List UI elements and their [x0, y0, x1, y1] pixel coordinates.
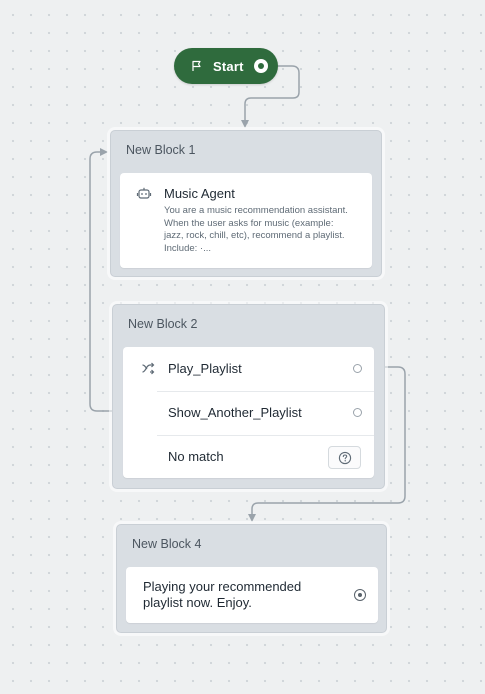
- message-output-port[interactable]: [354, 589, 366, 601]
- divider: [157, 391, 374, 392]
- agent-card[interactable]: Music Agent You are a music recommendati…: [120, 173, 372, 268]
- start-node[interactable]: Start: [174, 48, 278, 84]
- message-card[interactable]: Playing your recommended playlist now. E…: [126, 567, 378, 623]
- help-icon[interactable]: [328, 446, 361, 469]
- divider: [157, 435, 374, 436]
- block-new-block-2[interactable]: New Block 2 Play_Playlist Show_Another_P…: [112, 304, 385, 489]
- route-item-play-playlist[interactable]: Play_Playlist: [123, 347, 374, 391]
- start-output-port[interactable]: [254, 59, 268, 73]
- message-text: Playing your recommended playlist now. E…: [143, 579, 302, 610]
- route-item-show-another-playlist[interactable]: Show_Another_Playlist: [123, 391, 374, 435]
- route-label: Show_Another_Playlist: [168, 405, 302, 420]
- block-new-block-4[interactable]: New Block 4 Playing your recommended pla…: [116, 524, 387, 633]
- route-icon: [141, 361, 155, 375]
- route-label: No match: [168, 449, 224, 464]
- flag-icon: [190, 59, 204, 73]
- block-title: New Block 4: [132, 537, 202, 551]
- block-title: New Block 2: [128, 317, 198, 331]
- robot-icon: [136, 186, 152, 202]
- agent-description: You are a music recommendation assistant…: [164, 205, 348, 254]
- block-title: New Block 1: [126, 143, 196, 157]
- block-new-block-1[interactable]: New Block 1 Music Agent You are a music …: [110, 130, 382, 277]
- route-item-no-match[interactable]: No match: [123, 435, 374, 479]
- start-label: Start: [213, 58, 244, 74]
- agent-title: Music Agent: [164, 186, 235, 201]
- routes-card[interactable]: Play_Playlist Show_Another_Playlist No m…: [123, 347, 374, 478]
- route-label: Play_Playlist: [168, 361, 242, 376]
- route-output-port[interactable]: [353, 364, 362, 373]
- route-output-port[interactable]: [353, 408, 362, 417]
